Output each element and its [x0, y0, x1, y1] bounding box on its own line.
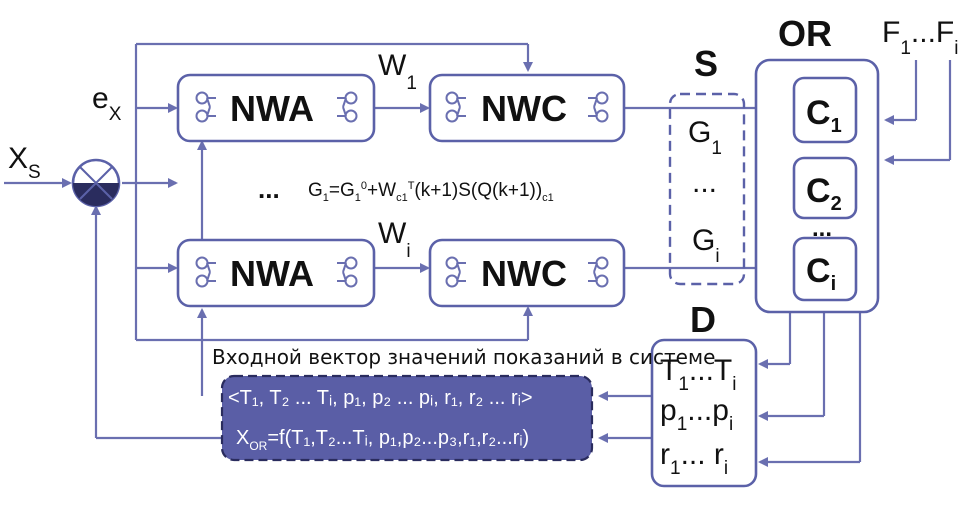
svg-text:XS: XS [8, 142, 41, 183]
xs-label: X [8, 142, 28, 175]
w1-sub: 1 [406, 73, 417, 94]
ex-label: e [92, 82, 109, 115]
or-ci: C [806, 252, 831, 290]
equation-text: G1=G10+Wc1T(k+1)S(Q(k+1))c1 [308, 180, 554, 204]
svg-text:G1: G1 [688, 116, 722, 159]
w1-label: W [378, 49, 407, 82]
d-p: p [660, 394, 677, 427]
wi-label: W [378, 217, 407, 250]
or-c1: C [806, 94, 831, 132]
svg-text:Ci: Ci [806, 252, 836, 295]
xs-sub: S [28, 162, 41, 183]
nwc-block-top: NWC [428, 73, 626, 143]
or-c2: C [806, 172, 831, 210]
nwa-bottom-label: NWA [230, 253, 314, 294]
s-dots: ... [692, 166, 717, 199]
f-label: F1...Fi [882, 16, 958, 59]
summing-junction [71, 158, 121, 208]
nwc-block-bottom: NWC [428, 238, 626, 308]
d-r: r [660, 438, 670, 471]
input-vector-caption: Входной вектор значений показаний в сист… [212, 345, 715, 369]
or-title: OR [778, 13, 832, 54]
ex-sub: X [109, 104, 122, 125]
s-g1: G [688, 116, 711, 149]
svg-text:W1: W1 [378, 49, 417, 94]
svg-text:Wi: Wi [378, 217, 411, 262]
signal-labels: XS eX W1 Wi ... [8, 49, 417, 262]
vector-line-2: XOR=f(T₁,T₂...Tᵢ, p₁,p₂...p₃,r₁,r₂...rᵢ) [236, 427, 529, 453]
or-dots: ... [812, 215, 832, 242]
nwc-top-label: NWC [481, 88, 567, 129]
nwa-block-bottom: NWA [176, 238, 376, 308]
ellipsis-left: ... [258, 174, 280, 204]
nwa-block-top: NWA [176, 73, 376, 143]
svg-text:r1... ri: r1... ri [660, 438, 728, 479]
svg-text:C2: C2 [806, 172, 842, 215]
svg-text:T1...Ti: T1...Ti [660, 354, 736, 395]
or-group: OR C1 C2 ... Ci [754, 13, 880, 314]
s-group: S G1 ... Gi [668, 43, 746, 286]
s-gi: G [692, 224, 715, 257]
d-group: D T1...Ti p1...pi r1... ri [650, 299, 758, 488]
nwc-bottom-label: NWC [481, 253, 567, 294]
svg-text:p1...pi: p1...pi [660, 394, 733, 435]
s-title: S [694, 43, 718, 84]
svg-text:eX: eX [92, 82, 122, 125]
wi-sub: i [406, 241, 410, 262]
d-title: D [690, 299, 716, 340]
nwa-top-label: NWA [230, 88, 314, 129]
vector-line-1: <T₁, T₂ ... Tᵢ, p₁, p₂ ... pᵢ, r₁, r₂ ..… [228, 387, 533, 409]
svg-text:Gi: Gi [692, 224, 720, 267]
d-t: T [660, 354, 678, 387]
vector-box: <T₁, T₂ ... Tᵢ, p₁, p₂ ... pᵢ, r₁, r₂ ..… [220, 374, 594, 462]
svg-text:C1: C1 [806, 94, 842, 137]
